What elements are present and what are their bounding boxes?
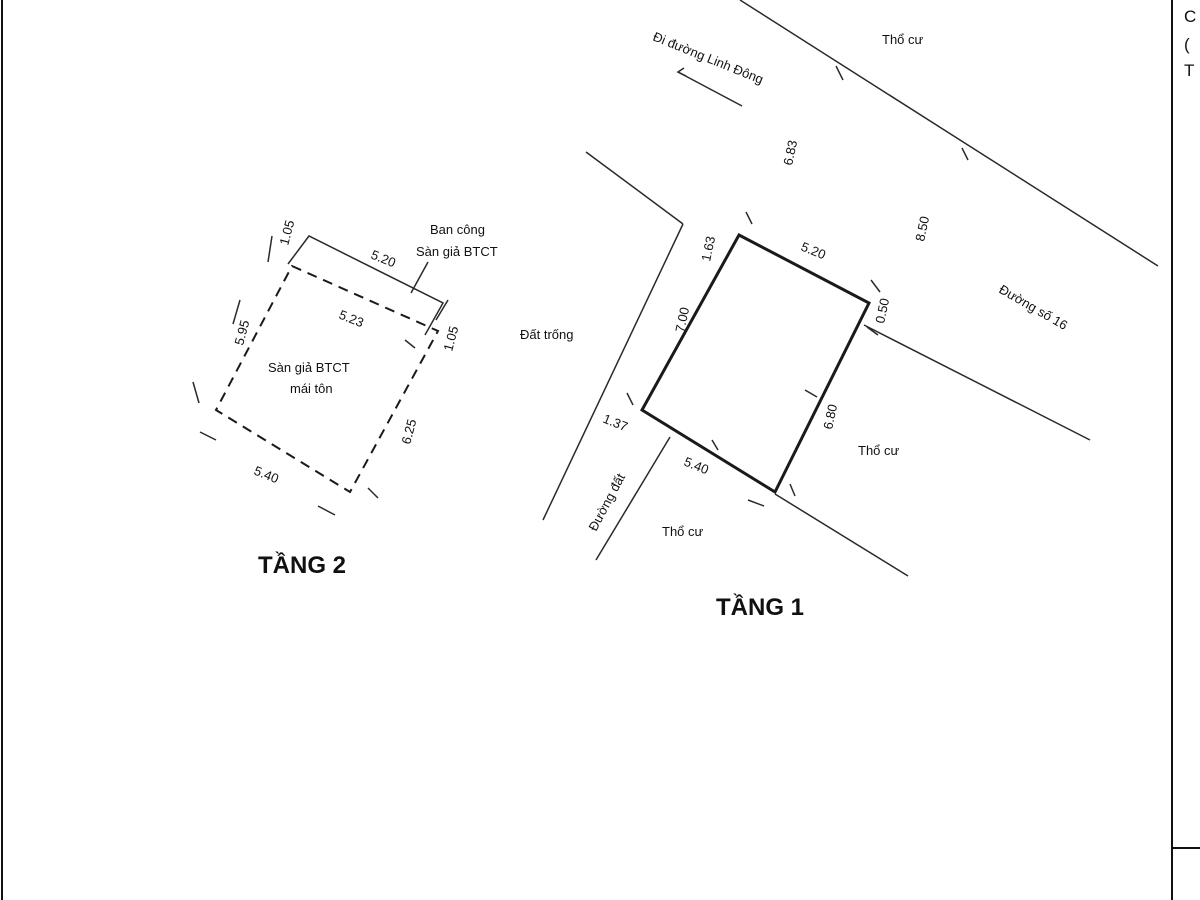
floor2-balcony-label-2: Sàn giả BTCT bbox=[416, 244, 498, 259]
floor1-dirt-road-label: Đường đất bbox=[585, 471, 628, 534]
floor1-title: TẦNG 1 bbox=[716, 593, 804, 621]
floor1-vacant-land-label: Đất trống bbox=[520, 327, 573, 342]
floor1-boundary-lines bbox=[542, 0, 1159, 577]
floor2-floor-label-1: Sàn giả BTCT bbox=[268, 360, 350, 375]
floor2-balcony-outline bbox=[287, 235, 445, 336]
floor2-dim-inner-top: 5.23 bbox=[337, 307, 366, 330]
floor1-east-plot-label: Thổ cư bbox=[858, 443, 900, 458]
floor1-dim-road-a: 6.83 bbox=[780, 139, 800, 167]
floor2-dimension-ticks bbox=[192, 235, 449, 516]
floor1-dimension-ticks bbox=[626, 65, 969, 507]
floor2-dim-right: 6.25 bbox=[398, 417, 419, 445]
floor2-dim-top: 5.20 bbox=[369, 247, 398, 270]
floor2-plan: 1.05 5.20 5.23 5.95 1.05 6.25 5.40 Ban c… bbox=[192, 218, 498, 579]
floor1-plan: Thổ cư Đi đường Linh Đông 6.83 8.50 1.63… bbox=[520, 0, 1159, 621]
floor1-dim-top: 5.20 bbox=[799, 239, 828, 262]
title-block-text-3: T bbox=[1184, 61, 1194, 80]
floor2-balcony-leader bbox=[410, 261, 429, 294]
floor1-main-road-label: Đường số 16 bbox=[997, 282, 1071, 333]
floor1-direction-note: Đi đường Linh Đông bbox=[651, 29, 766, 87]
floor2-dim-left: 5.95 bbox=[231, 318, 252, 346]
floor2-dim-balcony-left: 1.05 bbox=[276, 218, 297, 246]
floor2-dim-bottom: 5.40 bbox=[252, 463, 281, 486]
floor1-dim-bottom: 5.40 bbox=[682, 454, 711, 477]
floor1-north-plot-label: Thổ cư bbox=[882, 32, 924, 47]
title-block-text-2: ( bbox=[1184, 35, 1190, 54]
floor2-floor-outline bbox=[214, 264, 440, 494]
direction-arrow-icon bbox=[676, 67, 743, 107]
floor1-dim-corner-top-left: 1.63 bbox=[698, 235, 718, 263]
floor2-balcony-label-1: Ban công bbox=[430, 222, 485, 237]
floor1-dim-road-b: 8.50 bbox=[912, 215, 932, 243]
floor2-dim-balcony-right: 1.05 bbox=[440, 324, 461, 352]
title-block-text-1: C bbox=[1184, 7, 1196, 26]
floor1-dim-corner-bottom-left: 1.37 bbox=[601, 411, 630, 434]
floor2-title: TẦNG 2 bbox=[258, 551, 346, 579]
floor1-south-plot-label: Thổ cư bbox=[662, 524, 704, 539]
floor2-floor-label-2: mái tôn bbox=[290, 381, 333, 396]
floor1-dim-corner-top-right: 0.50 bbox=[872, 297, 892, 325]
floor1-dim-right: 6.80 bbox=[820, 403, 840, 431]
floor1-dim-left: 7.00 bbox=[672, 306, 692, 334]
floor1-lot-outline bbox=[639, 232, 871, 495]
